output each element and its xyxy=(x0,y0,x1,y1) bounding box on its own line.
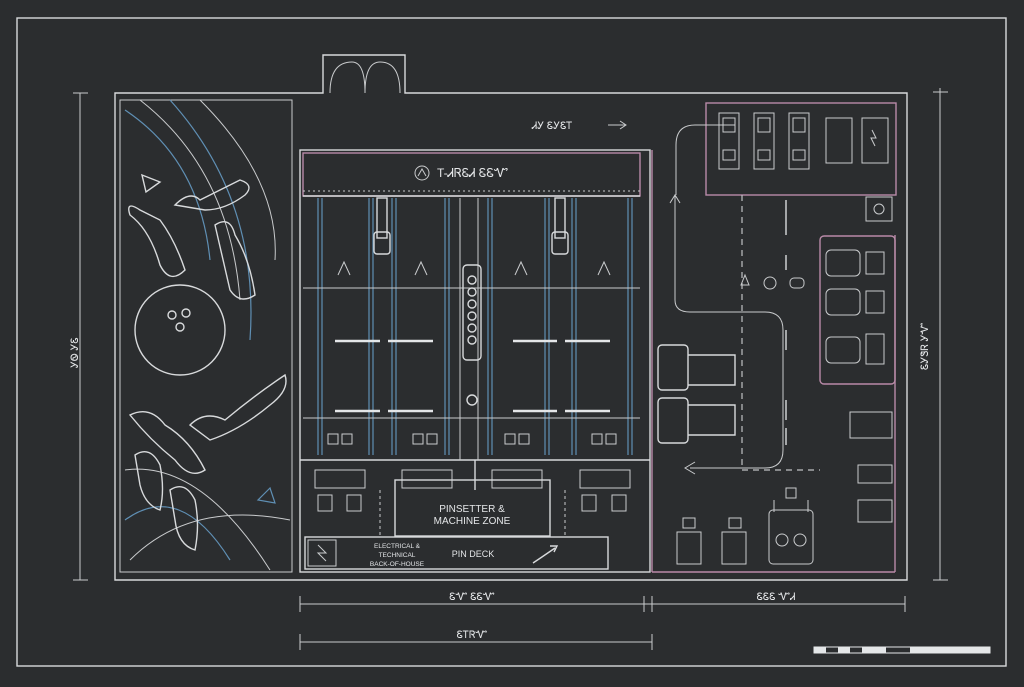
bowling-pin-icon xyxy=(134,451,164,511)
entrance-door-left xyxy=(329,61,366,94)
ball-rack xyxy=(462,264,482,361)
bowling-pin-icon xyxy=(173,179,250,211)
entrance-sign-text: ᏗᎩ ᏋᎩᏋᎢ xyxy=(531,121,572,132)
dim-lanes-label: ᏋᏉ ᏋᏋᏉ xyxy=(449,592,495,603)
triangle-icon xyxy=(141,173,162,194)
bike-simulators xyxy=(657,344,736,444)
electrical-label-line3: BACK-OF-HOUSE xyxy=(370,561,425,568)
pin-deck-label: PIN DECK xyxy=(452,549,495,559)
electrical-label-line2: TECHNICAL xyxy=(379,552,416,559)
bowling-pin-icon xyxy=(128,205,186,278)
bowling-ball-icon xyxy=(134,284,226,376)
dimension-lines xyxy=(73,88,948,650)
bowling-pin-icon xyxy=(188,373,287,441)
sheet-border xyxy=(16,17,1007,667)
racing-simulators xyxy=(819,235,896,385)
lane-sign: T-ᏗᏒᏋᏗ ᏋᏋᏉ xyxy=(414,165,508,181)
bowling-pin-icon xyxy=(128,411,206,474)
dim-total-label: ᏋᎢᏒᏉ xyxy=(457,630,488,641)
arcade-zone xyxy=(608,102,897,573)
ball-return xyxy=(554,197,566,239)
building-outline xyxy=(114,54,908,581)
pinsetter-zone xyxy=(394,479,551,537)
triangle-icon xyxy=(256,486,276,504)
electrical-panel-icon xyxy=(307,539,337,567)
entrance-door-right xyxy=(364,61,401,94)
bowling-pin-icon xyxy=(214,221,256,300)
right-side-label: ᏋᎩᏕᏒ ᎩᏉ xyxy=(920,322,931,370)
left-side-label: ᎩᏫ ᎩᏋ xyxy=(70,337,81,368)
scale-bar xyxy=(813,646,991,654)
pinsetter-label-line1: PINSETTER & xyxy=(439,504,505,515)
bowling-lanes xyxy=(299,149,651,573)
arcade-cabinets-row xyxy=(705,102,897,196)
dim-arcade-label: ᏋᏋᏋ ᏉᏗ xyxy=(757,592,796,603)
decorative-mural xyxy=(119,99,293,573)
ball-return xyxy=(376,197,388,239)
bowling-pin-icon xyxy=(169,486,199,551)
lanes-sign-text: T-ᏗᏒᏋᏗ ᏋᏋᏉ xyxy=(437,166,508,180)
electrical-label-line1: ELECTRICAL & xyxy=(374,543,421,550)
back-of-house xyxy=(304,536,609,570)
pinsetter-label-line2: MACHINE ZONE xyxy=(434,516,511,527)
